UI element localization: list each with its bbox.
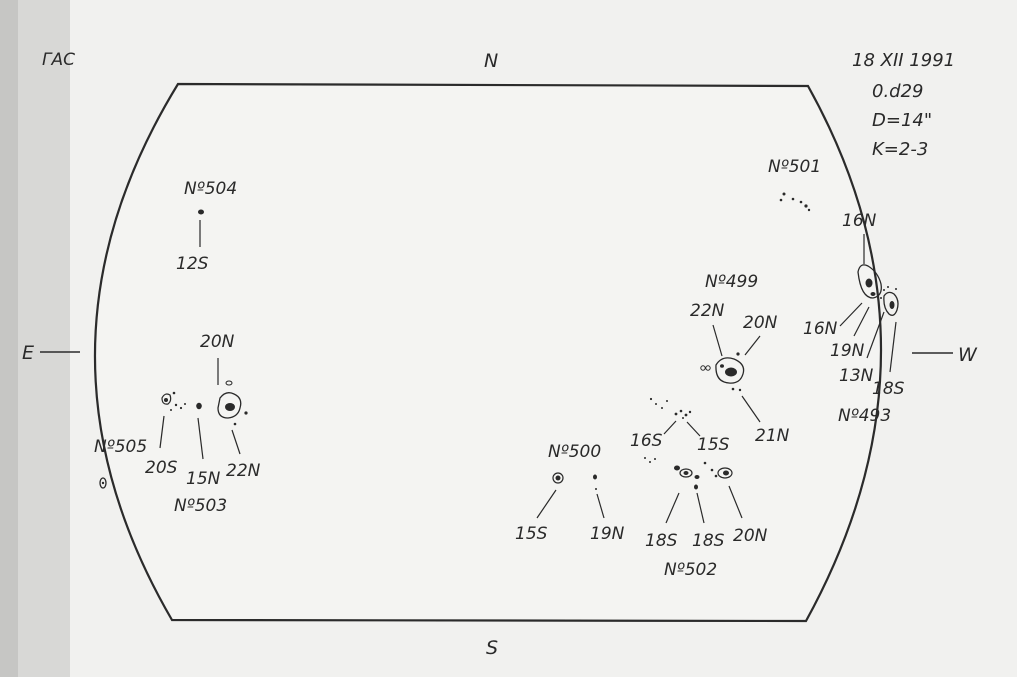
spot [99,477,107,489]
spot [715,357,745,384]
quality-label: K=2-3 [872,139,928,160]
group-499-id: Nº499 [705,272,758,292]
group-493-lat-16n: 16N [803,319,838,339]
group-502-lat-20n: 20N [733,526,768,546]
group-493-id: Nº493 [838,406,891,426]
observatory-label: ГАС [42,50,75,70]
group-499-lat-22n: 22N [690,301,725,321]
diameter-label: D=14" [872,110,932,131]
spot [593,474,597,480]
compass-south: S [486,637,498,659]
spot [233,422,237,426]
group-501-id: Nº501 [768,157,821,177]
group-499-lat-20n: 20N [743,313,778,333]
spot [101,481,105,485]
spot [857,264,882,299]
group-503-lat-22n: 22N [226,461,261,481]
group-504-lat: 12S [176,254,209,274]
group-493-lat-19n: 19N [830,341,865,361]
group-502-lat-18s-b: 18S [692,531,725,551]
group-499: Nº499 22N 20N 21N [690,272,790,446]
spot [717,467,733,479]
compass-west: W [958,344,978,366]
scan-shadow-edge [0,0,18,677]
group-503: 20N 20S 15N 22N Nº503 [145,332,261,516]
group-504: Nº504 12S [176,179,237,274]
group-503-lat-20n: 20N [200,332,235,352]
compass-north: N [484,50,498,72]
group-504-id: Nº504 [184,179,237,199]
spot [244,411,248,415]
spot [883,291,899,316]
spot [225,403,235,411]
spot [161,393,172,405]
solar-disk-outline [93,82,883,623]
group-493-lat-18s: 18S [872,379,905,399]
group-502-lat-16s: 16S [630,431,663,451]
spot [217,392,242,419]
group-505-id: Nº505 [94,437,147,457]
group-503-lat-15n: 15N [186,469,221,489]
group-502-lat-15s: 15S [697,435,730,455]
group-505: Nº505 [94,437,147,489]
spot [679,468,693,478]
date-label: 18 XII 1991 [852,50,955,71]
spot [674,465,680,471]
group-500-id: Nº500 [548,442,601,462]
group-500-lat-15s: 15S [515,524,548,544]
group-493-lat-13n: 13N [839,366,874,386]
group-499-lat-21n: 21N [755,426,790,446]
group-503-id: Nº503 [174,496,227,516]
spot [552,472,564,484]
group-500-lat-19n: 19N [590,524,625,544]
group-503-lat-20s: 20S [145,458,178,478]
group-493: 16N 16N 19N 13N 18S Nº493 [803,211,905,426]
time-label: 0.d29 [872,81,924,102]
group-502: 16S 15S 18S 18S 20N Nº502 [630,397,768,580]
group-501: Nº501 [768,157,821,212]
group-493-lat-16n-top: 16N [842,211,877,231]
compass-east: E [22,342,34,364]
spot [225,380,233,386]
group-502-lat-18s-a: 18S [645,531,678,551]
group-500: Nº500 15S 19N [515,442,625,544]
group-502-id: Nº502 [664,560,717,580]
spot [198,209,204,215]
